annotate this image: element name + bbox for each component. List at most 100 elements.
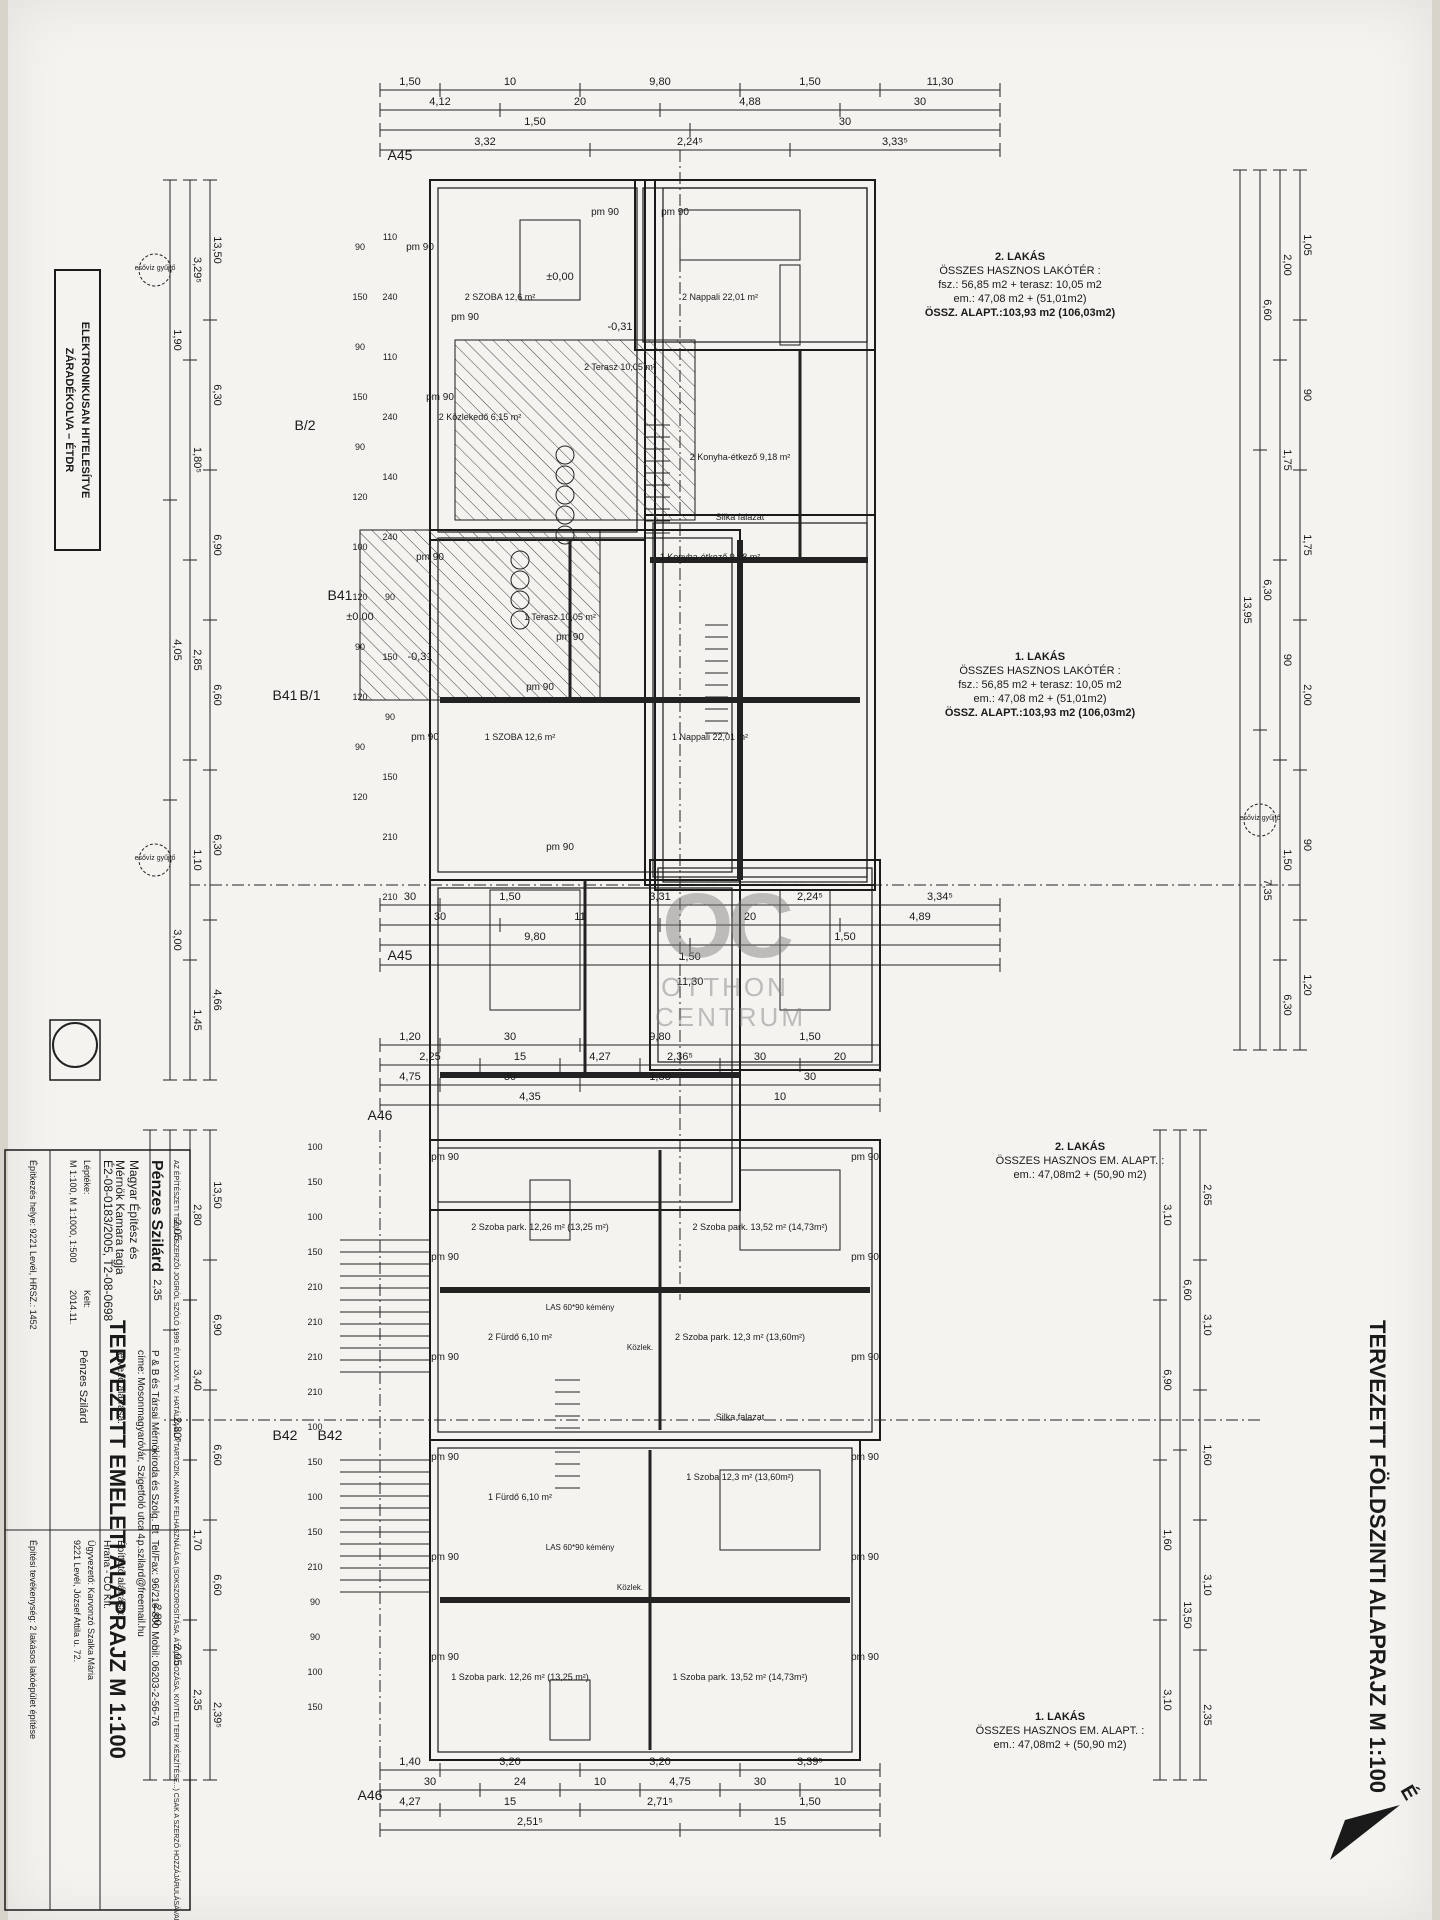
ground-opening-9: 120 xyxy=(352,692,367,702)
ground-opening-6: 100 xyxy=(352,542,367,552)
ground-level-2: ±0,00 xyxy=(346,611,373,623)
ground-dim-right-a-label-2: 6,90 xyxy=(211,534,223,555)
ground-window-tag-2: pm 90 xyxy=(406,242,434,253)
upper-apt2-summary-2: em.: 47,08m2 + (50,90 m2) xyxy=(1014,1169,1147,1181)
upper-dim-bottom-b-label-4: 24 xyxy=(514,1776,526,1788)
ground-dim-left-d-label-0: 13,95 xyxy=(1241,596,1253,624)
ground-dim-right-a-label-0: 13,50 xyxy=(211,236,223,264)
title-signature-label: tervező aláírása: xyxy=(115,1350,126,1424)
upper-dim-left-b-label-1: 13,50 xyxy=(1181,1601,1193,1629)
ground-mark-0: A45 xyxy=(388,147,413,163)
upper-dim-top-a-label-3: 1,20 xyxy=(399,1031,420,1043)
ground-opening-5: 120 xyxy=(352,492,367,502)
title-scale: M 1:100, M 1:1000, 1:500 xyxy=(68,1160,78,1263)
upper-opening-8: 100 xyxy=(307,1422,322,1432)
ground-apt1-summary-4: ÖSSZ. ALAPT.:103,93 m2 (106,03m2) xyxy=(945,706,1136,719)
upper-dim-top-a-label-1: 9,80 xyxy=(649,1031,670,1043)
ground-chair-4 xyxy=(555,525,575,545)
title-role2: Mérnök Kamara tagja xyxy=(113,1160,127,1275)
watermark-line-2: CENTRUM xyxy=(655,1002,806,1032)
title-firm: P & B és Társai Mérnökiroda és Szolg. Bt xyxy=(149,1350,160,1534)
north-label: É xyxy=(1396,1781,1423,1804)
upper-dim-bottom-b-label-0: 10 xyxy=(834,1776,846,1788)
title-signed-name: Pénzes Szilárd xyxy=(77,1350,89,1423)
ground-chair-2 xyxy=(555,485,575,505)
ground-dim-bottom-c-label-1: 9,80 xyxy=(524,931,545,943)
ground-opening-17: 240 xyxy=(382,532,397,542)
upper-dim-top-c-label-1: 1,50 xyxy=(649,1071,670,1083)
ground-dim-bottom-d-label-0: 1,50 xyxy=(679,951,700,963)
north-arrow xyxy=(1330,1805,1400,1860)
ground-dim-right-a-label-1: 6,30 xyxy=(211,384,223,405)
upper-dim-right-a-label-1: 6,90 xyxy=(211,1314,223,1335)
upper-dim-left-c-label-3: 3,10 xyxy=(1161,1689,1173,1710)
upper-dim-top-b-label-2: 2,36⁵ xyxy=(667,1051,693,1063)
ground-level-0: ±0,00 xyxy=(546,271,573,283)
ground-dim-left-b-label-4: 6,30 xyxy=(1281,994,1293,1015)
ground-gyujto-0: esővíz gyűjtő xyxy=(135,265,176,272)
upper-dim-top-a-label-0: 1,50 xyxy=(799,1031,820,1043)
ground-dim-top-a-label-3: 10 xyxy=(504,76,516,88)
title-designer-name: Pénzes Szilárd xyxy=(148,1160,165,1272)
ground-opening-19: 150 xyxy=(382,652,397,662)
upper-bath-1 xyxy=(549,1679,591,1741)
upper-opening-3: 150 xyxy=(307,1247,322,1257)
ground-dim-bottom-a-label-1: 2,24⁵ xyxy=(797,891,823,903)
ground-apt1-summary-2: fsz.: 56,85 m2 + terasz: 10,05 m2 xyxy=(958,679,1122,691)
upper-apt1-summary-2: em.: 47,08m2 + (50,90 m2) xyxy=(994,1739,1127,1751)
ground-dim-left-c-label-2: 7,35 xyxy=(1261,879,1273,900)
ground-window-tag-9: pm 90 xyxy=(546,842,574,853)
ground-terrace-chair-1 xyxy=(510,570,530,590)
ground-dim-bottom-a-label-4: 30 xyxy=(404,891,416,903)
ground-opening-4: 90 xyxy=(355,442,365,452)
upper-wall-apt2-inner xyxy=(437,1147,873,1433)
upper-dim-bottom-a-label-3: 1,40 xyxy=(399,1756,420,1768)
upper-dim-right-a-label-4: 2,39⁵ xyxy=(211,1702,223,1728)
ground-dim-right-b-label-2: 2,85 xyxy=(191,649,203,670)
ground-dim-bottom-b-label-1: 20 xyxy=(744,911,756,923)
ground-dim-right-c-label-1: 4,05 xyxy=(171,639,183,660)
upper-opening-12: 210 xyxy=(307,1562,322,1572)
ground-bed-2 xyxy=(679,209,801,261)
ground-window-tag-3: pm 90 xyxy=(451,312,479,323)
ground-apt1-summary-1: ÖSSZES HASZNOS LAKÓTÉR : xyxy=(959,664,1120,677)
upper-apt1-summary-0: 1. LAKÁS xyxy=(1035,1710,1085,1723)
ground-dim-left-a-label-5: 1,20 xyxy=(1301,974,1313,995)
ground-opening-15: 240 xyxy=(382,412,397,422)
ground-dim-right-c-label-2: 3,00 xyxy=(171,929,183,950)
ground-dim-top-c-label-1: 1,50 xyxy=(524,116,545,128)
ground-opening-11: 120 xyxy=(352,792,367,802)
ground-mark-1: A45 xyxy=(388,947,413,963)
upper-opening-0: 100 xyxy=(307,1142,322,1152)
ground-opening-1: 150 xyxy=(352,292,367,302)
upper-dim-right-d-label-1: 2,80 xyxy=(151,1604,163,1625)
ground-dim-top-b-label-3: 4,12 xyxy=(429,96,450,108)
upper-dim-bottom-a-label-1: 3,20 xyxy=(649,1756,670,1768)
ground-mark-5: B41 xyxy=(328,587,353,603)
ground-dim-bottom-a-label-3: 1,50 xyxy=(499,891,520,903)
upper-dim-right-a-label-3: 6,60 xyxy=(211,1574,223,1595)
upper-window-tag-1: pm 90 xyxy=(851,1252,879,1263)
ground-apt2-summary-3: em.: 47,08 m2 + (51,01m2) xyxy=(954,293,1087,305)
ground-room-label-1: 2 SZOBA 12,6 m² xyxy=(465,292,536,302)
ground-window-tag-8: pm 90 xyxy=(411,732,439,743)
validation-stamp-box xyxy=(54,269,101,551)
upper-dim-bottom-b-label-1: 30 xyxy=(754,1776,766,1788)
ground-room-label-5: Silka falazat xyxy=(716,512,765,522)
title-investor-rep: Ügyvezető: Karvonzó Szalka Mária xyxy=(86,1540,96,1680)
upper-dim-top-c-label-3: 4,75 xyxy=(399,1071,420,1083)
upper-dim-left-c-label-0: 3,10 xyxy=(1161,1204,1173,1225)
ground-dim-left-b-label-3: 1,50 xyxy=(1281,849,1293,870)
upper-dim-bottom-d-label-0: 15 xyxy=(774,1816,786,1828)
upper-opening-15: 100 xyxy=(307,1667,322,1677)
ground-gyujto-1: esővíz gyűjtő xyxy=(135,855,176,862)
ground-dim-top-d-label-2: 3,32 xyxy=(474,136,495,148)
title-address: címe: Mosonmagyaróvár, Szigetfoló utca 4… xyxy=(135,1350,146,1542)
upper-dim-bottom-b-label-3: 10 xyxy=(594,1776,606,1788)
ground-opening-18: 90 xyxy=(385,592,395,602)
ground-apt2-summary-1: ÖSSZES HASZNOS LAKÓTÉR : xyxy=(939,264,1100,277)
ground-dim-top-d-label-0: 3,33⁵ xyxy=(882,136,908,148)
terrace-2-hatch xyxy=(454,339,696,521)
ground-opening-7: 120 xyxy=(352,592,367,602)
